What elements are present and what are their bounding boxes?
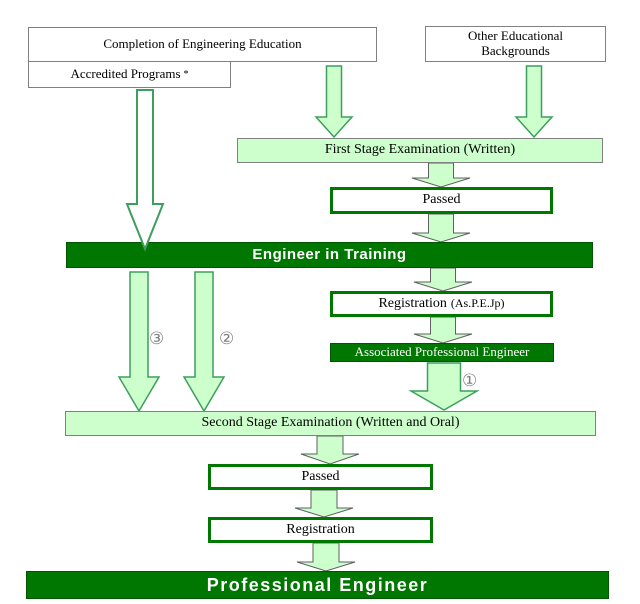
- completion-of-engineering-education-box: Completion of Engineering Education: [28, 27, 377, 62]
- engineer-in-training-bar: Engineer in Training: [66, 242, 593, 268]
- flow-arrow-registration-to-ape: [413, 316, 473, 344]
- passed-first-stage-label: Passed: [422, 192, 461, 208]
- registration-final-box: Registration: [208, 517, 433, 543]
- associated-professional-engineer-bar: Associated Professional Engineer: [330, 343, 554, 362]
- flow-arrow-route-1: [408, 362, 480, 411]
- registration-apejp-suffix: (As.P.E.Jp): [450, 296, 505, 311]
- flow-arrow-eit-to-registration: [413, 267, 473, 292]
- accredited-asterisk: *: [183, 68, 189, 80]
- route-3-label: ③: [149, 329, 165, 348]
- accredited-programs-box: Accredited Programs*: [28, 61, 231, 88]
- flow-arrow-education-to-first-stage: [314, 65, 354, 139]
- passed-second-stage-box: Passed: [208, 464, 433, 490]
- flow-arrow-registration-to-pe: [296, 542, 356, 572]
- flow-arrow-second-stage-to-passed: [300, 435, 360, 465]
- first-stage-label: First Stage Examination (Written): [324, 142, 516, 158]
- route-1-label: ①: [462, 371, 478, 390]
- flow-arrow-route-3: [117, 271, 161, 413]
- flow-arrow-first-stage-to-passed: [411, 162, 471, 188]
- passed-second-stage-label: Passed: [301, 468, 340, 484]
- registration-apejp-label: Registration: [378, 295, 447, 311]
- registration-apejp-box: Registration (As.P.E.Jp): [330, 291, 553, 317]
- associated-professional-engineer-label: Associated Professional Engineer: [354, 344, 530, 360]
- professional-engineer-bar: Professional Engineer: [26, 571, 609, 599]
- flow-arrow-other-to-first-stage: [514, 65, 554, 139]
- first-stage-examination-box: First Stage Examination (Written): [237, 138, 603, 163]
- flow-arrow-route-2: [182, 271, 226, 413]
- other-label: Other Educational Backgrounds: [468, 28, 563, 58]
- registration-final-label: Registration: [286, 521, 355, 537]
- other-educational-backgrounds-box: Other Educational Backgrounds: [425, 26, 606, 62]
- flow-arrow-passed-to-registration: [294, 489, 354, 518]
- flow-arrow-passed-to-eit: [411, 213, 471, 243]
- engineer-in-training-label: Engineer in Training: [252, 246, 407, 264]
- second-stage-label: Second Stage Examination (Written and Or…: [201, 415, 460, 431]
- professional-engineer-label: Professional Engineer: [206, 574, 429, 595]
- passed-first-stage-box: Passed: [330, 187, 553, 214]
- completion-label: Completion of Engineering Education: [103, 36, 302, 52]
- flow-arrow-accredited-to-eit: [125, 89, 165, 252]
- second-stage-examination-box: Second Stage Examination (Written and Or…: [65, 411, 596, 436]
- accredited-label: Accredited Programs: [70, 66, 181, 82]
- route-2-label: ②: [219, 329, 235, 348]
